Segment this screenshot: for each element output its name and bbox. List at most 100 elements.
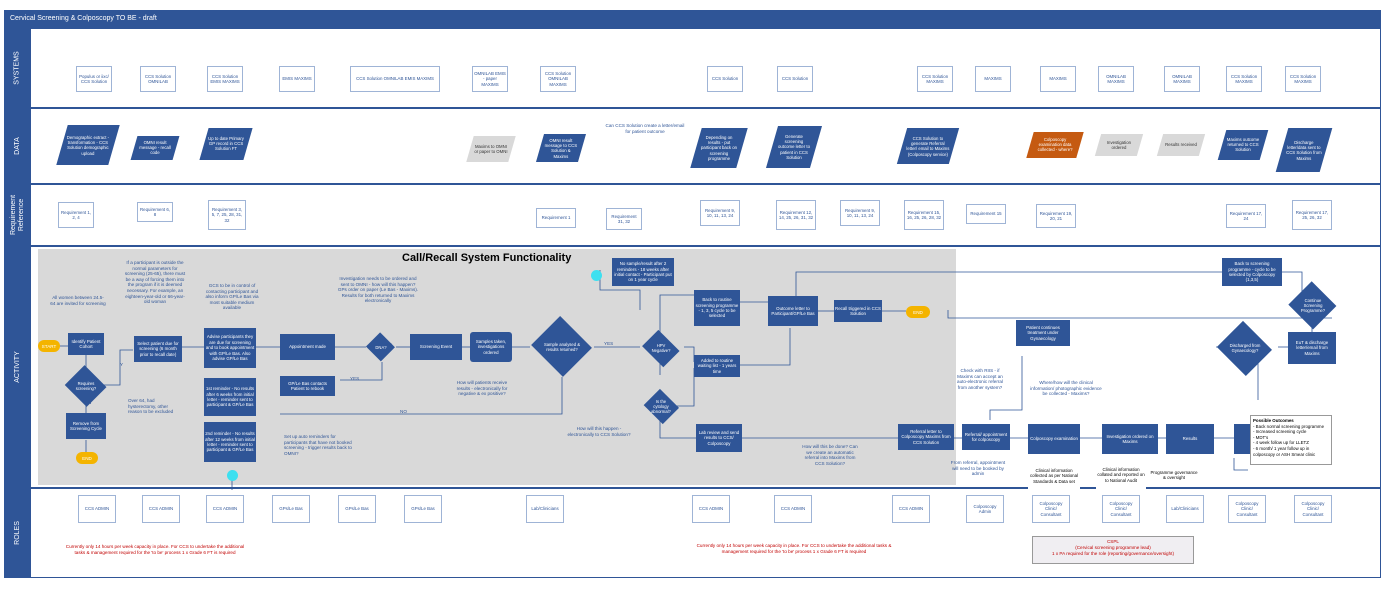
continue-screening-decision: Continue Screening Programme? (1288, 282, 1338, 328)
flow-label-yes: YES (350, 376, 360, 381)
possible-outcome-item: - MDT's (1253, 434, 1269, 440)
system-box: MAXIMS (975, 66, 1011, 92)
role-box: Lab/Clinicians (526, 495, 564, 523)
system-box: CCS Solution OMNILAB MAXIMS (540, 66, 576, 92)
note-auto-reminders: Set up auto reminders for participants t… (284, 434, 352, 456)
discharged-decision: Discharged from Gynaecology? (1216, 322, 1274, 374)
role-box: Colposcopy Clinic/ Consultant (1032, 495, 1070, 523)
sample-analysed-decision: Sample analysed & results returned? (530, 318, 594, 376)
end-terminal: END (76, 452, 98, 464)
samples-taken-box: Samples taken, investigations ordered (470, 332, 512, 362)
activity-title: Call/Recall System Functionality (402, 252, 572, 264)
flow-label-n: N (88, 400, 92, 405)
role-box: CCS ADMIN (692, 495, 730, 523)
appointment-made-box: Appointment made (280, 334, 335, 360)
screening-event-box: Screening Event (410, 334, 462, 360)
system-box: OMNILAB MAXIMS (1098, 66, 1134, 92)
role-box: Lab/Clinicians (1166, 495, 1204, 523)
role-box: GPs/Le Bas (338, 495, 376, 523)
capacity-note: Currently only 14 hours per week capacit… (696, 543, 892, 554)
requirement-box: Requirement 15, 16, 25, 26, 28, 32 (904, 200, 944, 230)
flow-label-y: Y (120, 362, 124, 367)
system-box: EMIS MAXIMS (279, 66, 315, 92)
flow-label-no: NO (385, 342, 392, 347)
requirement-box: Requirement 6, 8 (137, 202, 173, 222)
no-sample-box: No sample/result after 2 reminders - 18 … (612, 258, 674, 286)
cspl-text: 1 x PA required for the role (reporting/… (1052, 550, 1174, 556)
lab-review-box: Lab review and send results to CCS/ Colp… (696, 424, 742, 452)
requires-screening-decision: Requires screening? (64, 366, 108, 406)
role-box: CCS ADMIN (78, 495, 116, 523)
system-box: CCS Solution MAXIMS (917, 66, 953, 92)
possible-outcome-item: - Increased screening cycle (1253, 429, 1307, 435)
note-how-receive: How will patients receive results - elec… (456, 380, 508, 397)
role-box: CCS ADMIN (206, 495, 244, 523)
requirement-box: Requirement 15 (966, 204, 1006, 224)
system-box: CCS Solution MAXIMS (1285, 66, 1321, 92)
role-box: GPs/Le Bas (272, 495, 310, 523)
second-reminder-box: 2nd reminder - No results after 12 weeks… (204, 422, 256, 462)
requirement-box: Requirement 19, 20, 21 (1036, 204, 1076, 228)
role-box: GPs/Le Bas (404, 495, 442, 523)
lane-requirement: Requirement Reference (4, 184, 1381, 246)
requirement-box: Requirement 1, 2, 4 (58, 202, 94, 228)
gp-contacts-box: GP/Le Bas contacts Patient to rebook (280, 376, 335, 396)
role-box: CCS ADMIN (142, 495, 180, 523)
system-box: CCS Solution OMNILAB EMIS MAXIMS (350, 66, 440, 92)
governance-box: Programme governance & oversight (1148, 464, 1200, 486)
connector-dot (591, 270, 602, 281)
start-terminal: START (38, 340, 60, 352)
clinical-info-collected-box: Clinical information collected as per Na… (1028, 462, 1080, 490)
note-gp-control: GCS to be in control of contacting parti… (205, 283, 259, 311)
note-from-referral: From referral, appointment will need to … (950, 460, 1006, 477)
cspl-subtitle: (Cervical screening programme lead) (1075, 544, 1151, 550)
cspl-title: CSPL (1106, 539, 1119, 544)
role-box: CCS ADMIN (774, 495, 812, 523)
results-box: Results (1166, 424, 1214, 454)
referral-letter-box: Referral letter to Colposcopy Maxims fro… (898, 424, 954, 450)
select-patient-box: Select patient due for screening (6 mont… (134, 336, 182, 362)
note-investigation: Investigation needs to be ordered and se… (337, 276, 419, 304)
call-recall-area (38, 249, 956, 485)
note-over64: Over 64, had hysterectomy, other reason … (128, 398, 174, 415)
cytology-abnormal-decision: Is the cytology abnormal? (642, 390, 680, 422)
requirement-box: Requirement 1 (536, 208, 576, 228)
possible-outcome-item: - Back normal screening programme (1253, 423, 1325, 429)
connector-dot (227, 470, 238, 481)
flow-label-yes: YES (604, 341, 614, 346)
system-box: CCS Solution EMIS MAXIMS (207, 66, 243, 92)
routine-waiting-box: Added to routine waiting list - 1 years … (694, 355, 740, 377)
role-box: Colposcopy Clinic/ Consultant (1102, 495, 1140, 523)
advise-participants-box: Advise participants they are due for scr… (204, 328, 256, 368)
requirement-box: Requirement 31, 32 (606, 208, 642, 230)
system-box: OMNILAB EMIS - paper MAXIMS (472, 66, 508, 92)
requirement-box: Requirement 17, 24 (1226, 204, 1266, 228)
requirement-box: Requirement 9, 10, 11, 13, 24 (840, 200, 880, 226)
note-check-ris: Check with RIIS - if Maxims can accept a… (957, 368, 1003, 390)
identify-cohort-box: Identify Patient Cohort (68, 333, 104, 355)
colposcopy-exam-box: Colposcopy examination (1028, 424, 1080, 454)
data-question-note: Can CCS Solution create a letter/email f… (605, 123, 685, 134)
possible-outcome-item: - 6 month/ 1 year follow up in colposcop… (1253, 445, 1316, 457)
end-terminal-2: END (906, 306, 930, 318)
system-box: MAXIMS (1040, 66, 1076, 92)
flow-label-no: NO (400, 409, 407, 414)
back-to-screening-box: Back to screening programme - cycle to b… (1222, 258, 1282, 286)
recall-triggered-box: Recall triggered in CCS Solution (834, 300, 882, 322)
capacity-note: Currently only 14 hours per week capacit… (65, 544, 245, 555)
role-box: CCS ADMIN (892, 495, 930, 523)
investigation-ordered-box: Investigation ordered on Maxims (1102, 424, 1158, 454)
note-women-invited: All women between 24.5-64 are invited fo… (50, 295, 106, 306)
role-box: Colposcopy Clinic/ Consultant (1228, 495, 1266, 523)
cspl-box: CSPL (Cervical screening programme lead)… (1032, 536, 1194, 564)
system-box: OMNILAB MAXIMS (1164, 66, 1200, 92)
clinical-info-collated-box: Clinical information collated and report… (1096, 460, 1146, 490)
requirement-box: Requirement 17, 25, 26, 32 (1292, 200, 1332, 230)
requirement-box: Requirement 9, 10, 11, 13, 24 (700, 200, 740, 226)
system-box: CCS Solution OMNILAB (140, 66, 176, 92)
eut-discharge-box: EuT & discharge letter/email from Maxims (1288, 332, 1336, 364)
system-box: Populus or iixc/ CCS Solution (76, 66, 112, 92)
possible-outcomes-title: Possible Outcomes (1253, 418, 1294, 423)
referral-appointment-box: Referral/ appointment for colposcopy (962, 424, 1010, 450)
back-to-routine-box: Back to routine screening programme - 1,… (694, 290, 740, 326)
